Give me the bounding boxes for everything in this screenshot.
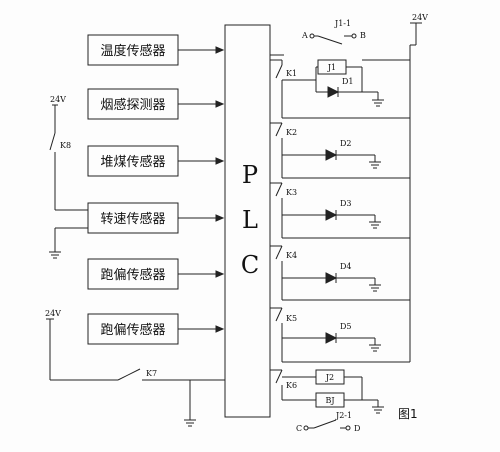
j1-label: J1 <box>327 63 336 72</box>
output-k2: K2 D2 <box>270 122 410 179</box>
figure-caption: 图1 <box>398 407 418 421</box>
sensor-coal-pile: 堆煤传感器 <box>87 145 179 177</box>
d5-label: D5 <box>340 322 352 331</box>
sensor-coal-pile-label: 堆煤传感器 <box>100 154 165 170</box>
left-top-supply-label: 24V <box>50 95 66 104</box>
j1-1-label: J1-1 <box>334 19 351 28</box>
j2-label: J2 <box>325 373 334 382</box>
d2-diode <box>325 149 338 161</box>
k3-label: K3 <box>286 188 297 197</box>
d1-diode <box>327 86 340 98</box>
k8-label: K8 <box>60 141 71 150</box>
terminal-c-label: C <box>296 424 302 433</box>
output-k1: K1 J1 D1 <box>270 59 410 119</box>
sensor-speed-label: 转速传感器 <box>100 211 165 227</box>
plc-letter-l: L <box>242 206 258 234</box>
d4-diode <box>325 272 338 284</box>
d2-label: D2 <box>340 139 352 148</box>
d1-label: D1 <box>342 77 354 86</box>
sensor-smoke: 烟感探测器 <box>87 88 179 120</box>
k7-switch-blade <box>117 368 141 381</box>
j2-1-contact: C D J2-1 <box>296 411 360 433</box>
d5-diode <box>325 332 338 344</box>
sensor-smoke-label: 烟感探测器 <box>100 97 165 113</box>
d4-label: D4 <box>340 262 352 271</box>
k6-blade <box>275 369 283 384</box>
right-top-supply-label: 24V <box>412 13 428 22</box>
k2-blade <box>275 122 283 137</box>
left-supply-k8: 24V K8 <box>49 95 88 259</box>
output-k3: K3 D3 <box>270 182 410 239</box>
left-bottom-supply-label: 24V <box>45 309 61 318</box>
plc-letter-p: P <box>242 161 258 189</box>
output-k4: K4 D4 <box>270 245 410 301</box>
d3-diode <box>325 209 338 221</box>
j1-1-blade <box>317 35 343 45</box>
sensor-deviation-2-label: 跑偏传感器 <box>100 322 165 338</box>
j1-1-contact: A B J1-1 <box>301 19 366 45</box>
sensor-arrows <box>178 46 225 333</box>
terminal-a-label: A <box>301 31 308 40</box>
k6-label: K6 <box>286 381 297 390</box>
bj-label: BJ <box>325 396 334 405</box>
k3-blade <box>275 182 283 197</box>
sensor-deviation-1: 跑偏传感器 <box>87 258 179 290</box>
left-supply-k7: 24V K7 <box>45 309 225 427</box>
terminal-b-label: B <box>360 31 366 40</box>
output-k5: K5 D5 <box>270 307 410 363</box>
sensor-deviation-1-label: 跑偏传感器 <box>100 267 165 283</box>
sensor-speed: 转速传感器 <box>87 202 179 234</box>
k2-label: K2 <box>286 128 297 137</box>
j2-1-blade <box>313 419 337 429</box>
k1-blade <box>275 64 283 79</box>
plc-letter-c: C <box>241 251 259 279</box>
k8-switch-blade <box>49 132 56 151</box>
d3-label: D3 <box>340 199 352 208</box>
k4-label: K4 <box>286 251 297 260</box>
sensor-temperature-label: 温度传感器 <box>100 43 165 59</box>
k1-label: K1 <box>286 69 297 78</box>
k5-blade <box>275 307 283 322</box>
sensor-deviation-2: 跑偏传感器 <box>87 313 179 345</box>
sensor-temperature: 温度传感器 <box>87 34 179 66</box>
k7-label: K7 <box>146 369 157 378</box>
terminal-d-label: D <box>354 424 360 433</box>
k4-blade <box>275 245 283 260</box>
k5-label: K5 <box>286 314 297 323</box>
output-k6: K6 J2 BJ <box>270 369 384 414</box>
j2-1-label: J2-1 <box>335 411 352 420</box>
right-supply-bus: 24V <box>409 13 428 362</box>
plc-block: P L C <box>224 24 271 418</box>
